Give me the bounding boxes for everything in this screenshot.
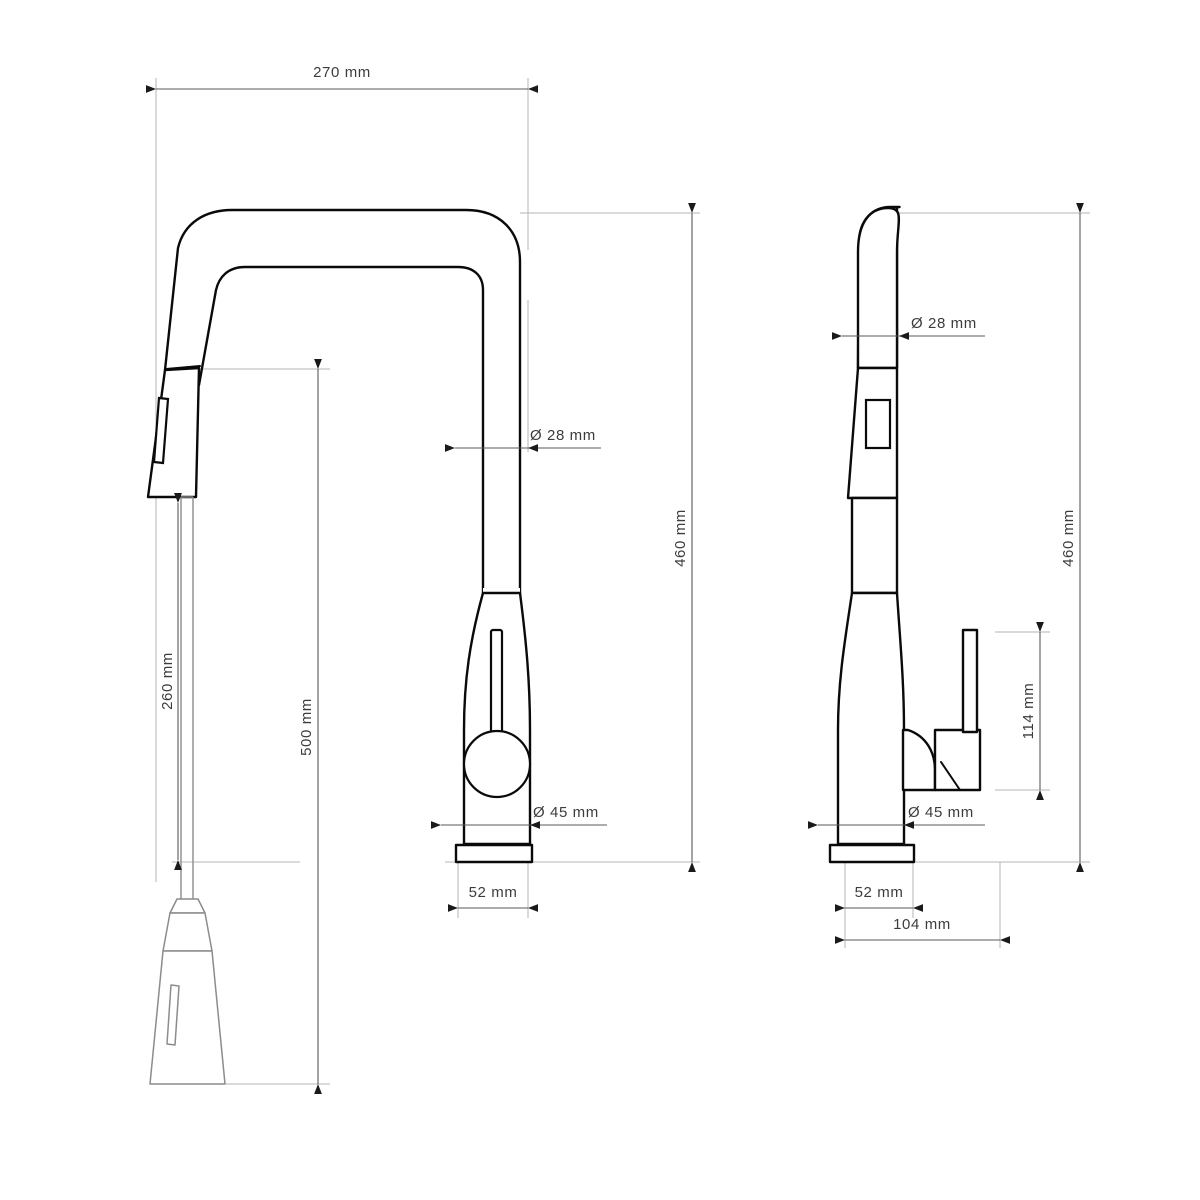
dim-front-hose-drop-label: 260 mm — [159, 652, 176, 710]
dim-side-height-label: 460 mm — [1060, 509, 1077, 567]
dim-front-base-width: 52 mm — [448, 884, 538, 912]
dim-front-spout-diameter: Ø 28 mm — [445, 427, 601, 452]
dim-front-height: 460 mm — [672, 203, 696, 872]
dim-side-height: 460 mm — [1060, 203, 1084, 872]
side-spray-head-cap — [856, 206, 901, 370]
dim-side-total-depth: 104 mm — [835, 916, 1010, 944]
dim-front-body-diameter-label: Ø 45 mm — [533, 804, 599, 821]
front-base-plate — [454, 843, 534, 864]
side-body — [836, 591, 906, 846]
side-lever-stem — [961, 628, 979, 734]
dim-front-height-label: 460 mm — [672, 509, 689, 567]
side-column — [850, 496, 899, 595]
front-spray-head-extended — [149, 898, 226, 1085]
side-base-plate — [828, 843, 916, 864]
dim-side-spout-diameter-label: Ø 28 mm — [911, 315, 977, 332]
dim-front-reach-label: 270 mm — [313, 64, 371, 81]
side-view-faucet — [828, 205, 982, 864]
front-view-faucet — [146, 208, 534, 1085]
dim-side-handle-height-label: 114 mm — [1020, 683, 1037, 740]
dim-front-total-drop-label: 500 mm — [298, 698, 315, 756]
dim-front-reach: 270 mm — [146, 64, 538, 93]
front-handle-slot — [489, 628, 504, 742]
dim-side-handle-height: 114 mm — [1020, 622, 1044, 800]
dim-side-body-diameter-label: Ø 45 mm — [908, 804, 974, 821]
dim-side-spout-diameter: Ø 28 mm — [832, 315, 985, 340]
dim-front-spout-diameter-label: Ø 28 mm — [530, 427, 596, 444]
dim-side-body-diameter: Ø 45 mm — [808, 804, 985, 829]
dim-side-base-width-label: 52 mm — [855, 884, 904, 901]
dim-side-base-width: 52 mm — [835, 884, 923, 912]
dim-side-total-depth-label: 104 mm — [893, 916, 951, 933]
side-spray-button — [864, 398, 892, 450]
front-handle-pivot — [462, 729, 532, 799]
dim-front-body-diameter: Ø 45 mm — [431, 804, 607, 829]
front-spout-arc — [163, 208, 522, 602]
front-spray-head-slot — [152, 396, 170, 465]
dim-front-base-width-label: 52 mm — [469, 884, 518, 901]
dim-front-hose-drop: 260 mm — [159, 493, 182, 870]
side-lever-block — [933, 728, 982, 792]
side-lever-mount — [901, 728, 937, 792]
front-pullout-hose — [180, 496, 194, 900]
dim-front-total-drop: 500 mm — [298, 359, 322, 1094]
